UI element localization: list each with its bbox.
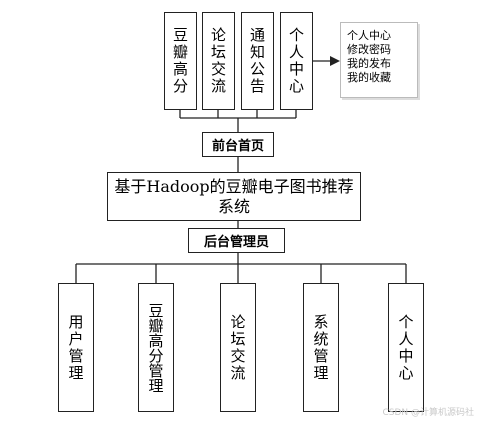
backend-module-personal-center: 个人中心 [388, 283, 424, 412]
backend-admin-box: 后台管理员 [188, 228, 285, 253]
system-title-box: 基于Hadoop的豆瓣电子图书推荐系统 [107, 172, 361, 221]
frontend-module-notice: 通知公告 [241, 12, 274, 110]
personal-center-note: 个人中心 修改密码 我的发布 我的收藏 [340, 22, 418, 98]
watermark: CSDN @计算机源码社 [382, 408, 474, 418]
frontend-module-forum: 论坛交流 [202, 12, 235, 110]
backend-module-douban-management: 豆瓣高分管理 [138, 283, 174, 412]
backend-module-system-management: 系统管理 [303, 283, 339, 412]
backend-module-user-management: 用户管理 [58, 283, 94, 412]
frontend-home-box: 前台首页 [202, 132, 274, 157]
backend-module-forum: 论坛交流 [220, 283, 256, 412]
frontend-module-douban-high-score: 豆瓣高分 [164, 12, 197, 110]
frontend-module-personal-center: 个人中心 [280, 12, 313, 110]
arrow-head [330, 56, 340, 66]
